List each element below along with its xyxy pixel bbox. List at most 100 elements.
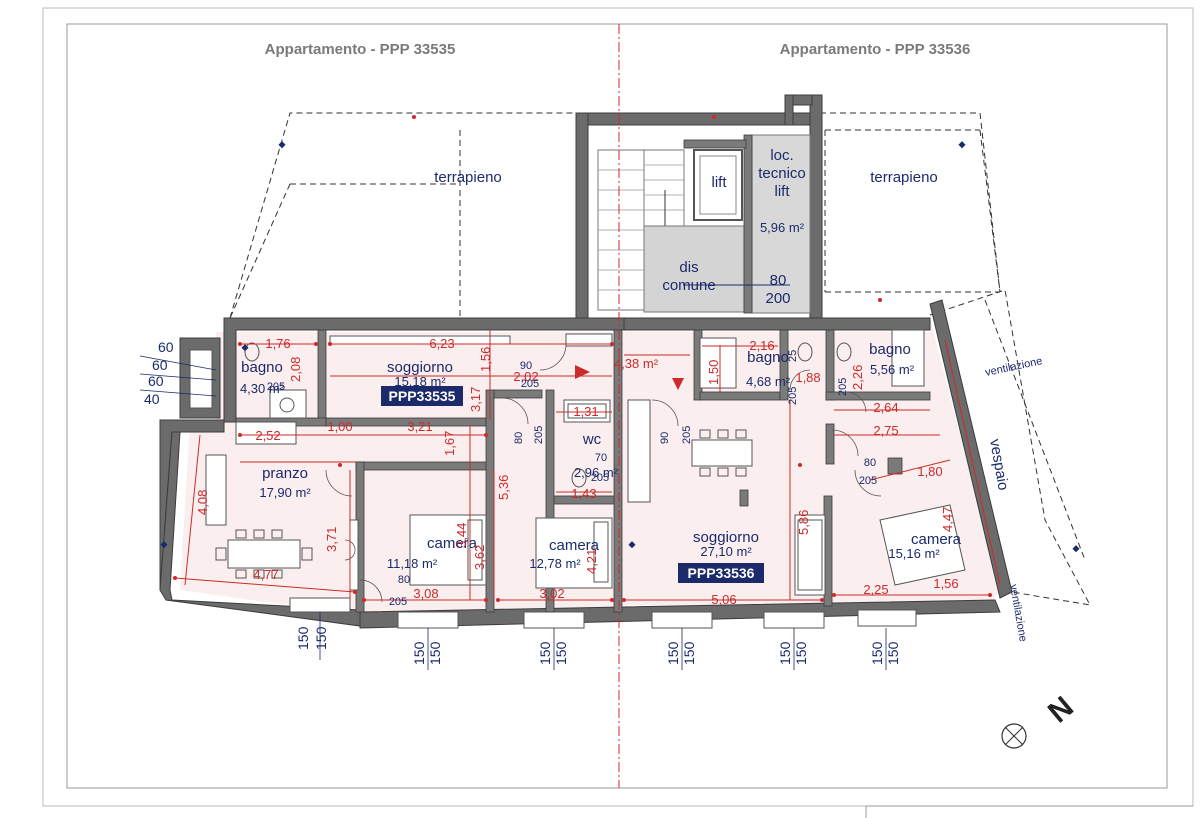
svg-text:205: 205 (787, 387, 799, 405)
label-camera-b: camera (911, 531, 962, 548)
svg-text:1,56: 1,56 (478, 347, 493, 372)
svg-text:150: 150 (793, 641, 809, 665)
label-camera-a1: camera (427, 535, 478, 552)
label-terrapieno-right: terrapieno (870, 169, 938, 186)
label-soggiorno-b: soggiorno (693, 529, 759, 546)
header-right: Appartamento - PPP 33536 (780, 41, 971, 58)
svg-text:60: 60 (158, 339, 174, 355)
svg-text:4,21: 4,21 (584, 549, 599, 574)
svg-text:90: 90 (659, 432, 671, 444)
dimension-ticks (173, 115, 992, 602)
area-bagno-a: 4,30 m² (240, 381, 285, 396)
svg-text:2,75: 2,75 (873, 423, 898, 438)
window-dims-bottom: 150 150 150 150 150 150 150 150 150 150 … (295, 612, 901, 670)
tag-b: PPP33536 (688, 565, 755, 581)
dimension-lines (174, 330, 1001, 601)
label-dis: dis (679, 259, 698, 276)
svg-text:4,77: 4,77 (253, 567, 278, 582)
terrapieno-outlines (229, 112, 1091, 606)
tag-b-bg (678, 563, 764, 583)
svg-text:80: 80 (398, 574, 410, 586)
svg-text:4,08: 4,08 (195, 490, 210, 515)
svg-text:90: 90 (520, 360, 532, 372)
svg-text:1,76: 1,76 (265, 336, 290, 351)
dimension-labels: 1,76 2,08 6,23 1,56 2,02 3,17 2,52 1,00 … (195, 336, 959, 607)
section-marker-left (575, 365, 590, 379)
svg-text:2,64: 2,64 (873, 400, 898, 415)
svg-text:40: 40 (144, 391, 160, 407)
area-camera-b: 15,16 m² (888, 546, 940, 561)
svg-text:150: 150 (295, 626, 311, 650)
label-terrapieno-left: terrapieno (434, 169, 502, 186)
svg-text:150: 150 (553, 641, 569, 665)
compass-icon (1001, 723, 1027, 749)
svg-text:1,50: 1,50 (706, 360, 721, 385)
svg-text:5,36: 5,36 (496, 475, 511, 500)
svg-text:2,16: 2,16 (749, 338, 774, 353)
svg-text:1,80: 1,80 (917, 464, 942, 479)
svg-text:2,08: 2,08 (288, 357, 303, 382)
area-pranzo: 17,90 m² (259, 485, 311, 500)
svg-text:150: 150 (427, 641, 443, 665)
svg-text:150: 150 (313, 626, 329, 650)
svg-text:4,47: 4,47 (940, 507, 955, 532)
svg-text:150: 150 (869, 641, 885, 665)
svg-text:205: 205 (389, 596, 407, 608)
label-bagno-b2: bagno (869, 341, 911, 358)
header-left: Appartamento - PPP 33535 (265, 41, 456, 58)
label-soggiorno-a: soggiorno (387, 359, 453, 376)
svg-text:60: 60 (148, 373, 164, 389)
svg-text:150: 150 (681, 641, 697, 665)
area-soggiorno-a: 15,18 m² (394, 374, 446, 389)
outer-walls (159, 299, 1013, 629)
svg-text:2,26: 2,26 (850, 365, 865, 390)
svg-text:1,00: 1,00 (327, 419, 352, 434)
survey-markers (160, 141, 1080, 553)
door-dim-200: 200 (765, 290, 790, 307)
svg-text:lift: lift (775, 183, 791, 200)
svg-text:205: 205 (681, 426, 693, 444)
tag-a: PPP33535 (389, 388, 456, 404)
svg-text:205: 205 (267, 381, 285, 393)
svg-text:tecnico: tecnico (758, 165, 806, 182)
svg-text:3,71: 3,71 (324, 527, 339, 552)
svg-text:3,17: 3,17 (468, 387, 483, 412)
svg-text:3,21: 3,21 (407, 419, 432, 434)
svg-text:3,44: 3,44 (454, 523, 469, 548)
door-labels: 70 205 90 205 80 205 90 205 80 205 80 20… (267, 350, 877, 608)
svg-text:70: 70 (595, 452, 607, 464)
svg-text:205: 205 (521, 378, 539, 390)
window-dims-left: 60 60 60 40 (139, 339, 217, 407)
svg-text:2,02: 2,02 (513, 369, 538, 384)
svg-text:205: 205 (837, 378, 849, 396)
area-corridor: 4,38 m² (614, 356, 659, 371)
svg-text:comune: comune (662, 277, 715, 294)
svg-text:205: 205 (533, 426, 545, 444)
svg-text:1,88: 1,88 (795, 370, 820, 385)
svg-text:150: 150 (777, 641, 793, 665)
label-wc: wc (582, 431, 602, 448)
label-pranzo: pranzo (262, 465, 308, 482)
area-camera-a1: 11,18 m² (387, 556, 438, 571)
svg-text:3,02: 3,02 (539, 586, 564, 601)
area-soggiorno-b: 27,10 m² (700, 544, 752, 559)
svg-text:150: 150 (885, 641, 901, 665)
door-swings (325, 343, 882, 603)
svg-text:1,56: 1,56 (933, 576, 958, 591)
door-dim-80: 80 (770, 272, 787, 289)
svg-text:2,52: 2,52 (255, 428, 280, 443)
svg-text:80: 80 (864, 457, 876, 469)
area-loc: 5,96 m² (760, 220, 805, 235)
svg-text:6,23: 6,23 (429, 336, 454, 351)
tag-a-bg (381, 386, 463, 406)
interior-walls (235, 329, 931, 613)
svg-text:5,86: 5,86 (796, 510, 811, 535)
svg-text:25: 25 (787, 350, 799, 362)
svg-text:3,08: 3,08 (413, 586, 438, 601)
room-labels: terrapieno terrapieno lift loc. tecnico … (240, 147, 1043, 643)
label-camera-a2: camera (549, 537, 600, 554)
svg-text:80: 80 (513, 432, 525, 444)
section-marker-right (672, 378, 684, 390)
area-camera-a2: 12,78 m² (529, 556, 581, 571)
